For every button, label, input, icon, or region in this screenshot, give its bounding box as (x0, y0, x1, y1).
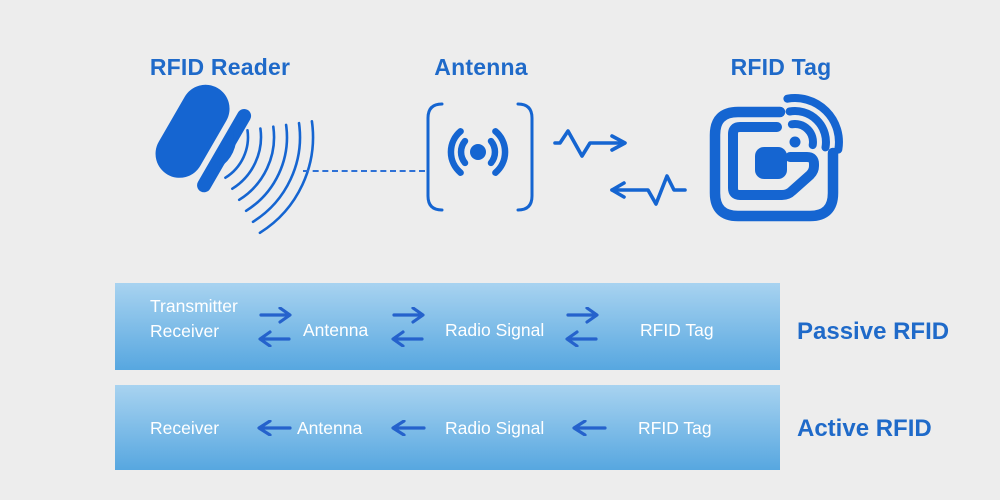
active-rfid-tag-label: RFID Tag (638, 418, 712, 438)
active-rfid-title: Active RFID (797, 415, 932, 442)
tag-outline (709, 106, 839, 222)
antenna-heading: Antenna (434, 54, 528, 80)
passive-rfid-tag-label: RFID Tag (640, 320, 714, 340)
reader-body-edge (197, 108, 252, 193)
rfid-tag-icon (709, 94, 843, 222)
passive-transmitter-label: Transmitter (150, 296, 238, 316)
bidirectional-arrows-icon (565, 307, 599, 347)
passive-rfid-bar: Transmitter Receiver Antenna Radio Signa… (115, 283, 780, 370)
tag-heading: RFID Tag (730, 54, 832, 80)
active-antenna-label: Antenna (297, 418, 363, 438)
passive-transceiver-node: Transmitter Receiver (150, 294, 238, 344)
signal-arrow-left-icon (610, 174, 687, 206)
dashed-connector (303, 170, 425, 172)
signal-arrow-right-icon (553, 129, 627, 158)
tag-signal-dot (789, 136, 801, 148)
passive-receiver-label: Receiver (150, 321, 220, 341)
antenna-icon (426, 102, 534, 212)
antenna-dot (470, 144, 486, 160)
signal-arrows (553, 129, 687, 206)
tag-chip (755, 147, 787, 179)
rfid-reader-icon (155, 84, 315, 235)
bidirectional-arrows-icon (258, 307, 292, 347)
reader-wave-arcs (217, 120, 315, 235)
bidirectional-arrows-icon (391, 307, 425, 347)
passive-rfid-title: Passive RFID (797, 318, 950, 345)
left-arrow-icon (572, 420, 607, 436)
tag-signal-arcs (783, 94, 843, 154)
active-receiver-label: Receiver (150, 418, 220, 438)
tag-coil (728, 122, 819, 200)
reader-heading: RFID Reader (149, 54, 291, 80)
left-arrow-icon (391, 420, 426, 436)
passive-antenna-label: Antenna (303, 320, 369, 340)
antenna-brackets (426, 102, 534, 212)
left-arrow-icon (257, 420, 292, 436)
passive-radio-signal-label: Radio Signal (445, 320, 545, 340)
reader-body (155, 84, 230, 178)
active-radio-signal-label: Radio Signal (445, 418, 545, 438)
antenna-wave-arcs (447, 128, 509, 176)
active-rfid-bar: Receiver Antenna Radio Signal RFID Tag (115, 385, 780, 470)
